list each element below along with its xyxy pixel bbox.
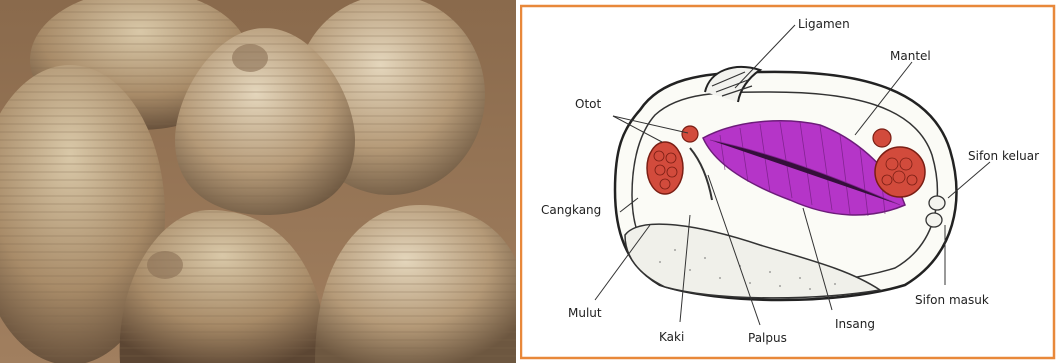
small-muscle-right	[873, 129, 891, 147]
label-sifon-keluar: Sifon keluar	[968, 149, 1039, 163]
label-mulut: Mulut	[568, 306, 602, 320]
posterior-adductor-muscle	[875, 147, 925, 197]
label-cangkang: Cangkang	[541, 203, 601, 217]
label-ligamen: Ligamen	[798, 17, 850, 31]
label-otot: Otot	[575, 97, 601, 111]
label-insang: Insang	[835, 317, 875, 331]
clam-anatomy-diagram: Ligamen Mantel Otot Sifon keluar Cangkan…	[520, 0, 1059, 363]
small-muscle-left	[682, 126, 698, 142]
anterior-adductor-muscle	[647, 142, 683, 194]
label-sifon-masuk: Sifon masuk	[915, 293, 989, 307]
label-mantel: Mantel	[890, 49, 931, 63]
label-kaki: Kaki	[659, 330, 684, 344]
clam-photo	[0, 0, 516, 363]
label-palpus: Palpus	[748, 331, 787, 345]
